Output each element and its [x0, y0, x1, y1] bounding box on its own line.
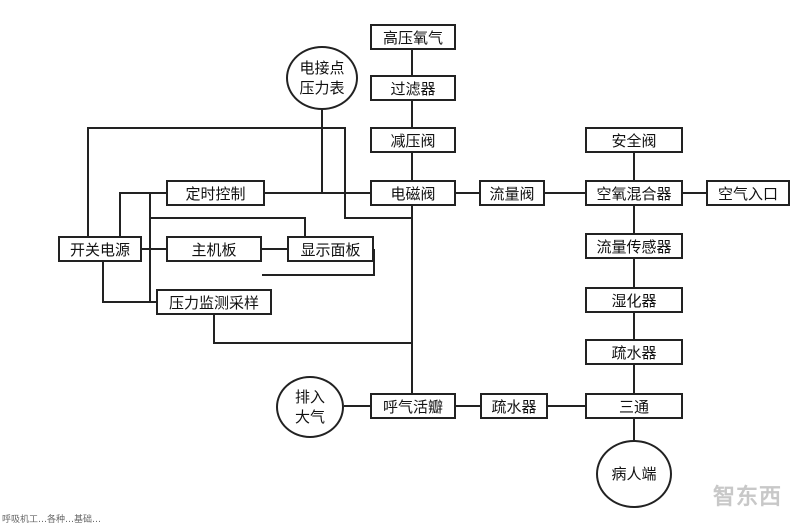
drain-bottom-box: 疏水器: [480, 393, 548, 419]
safety-valve-box: 安全阀: [585, 127, 683, 153]
gauge-label-line2: 压力表: [299, 79, 345, 97]
drain-right-box: 疏水器: [585, 339, 683, 365]
figure-caption: 呼吸机工…各种…基础…: [2, 515, 102, 525]
watermark-logo: 智东西: [712, 485, 782, 510]
pressure-sampling-box: 压力监测采样: [156, 289, 272, 315]
high-pressure-oxygen-box: 高压氧气: [370, 24, 456, 50]
exhaust-label-line1: 排入: [294, 388, 325, 406]
humidifier-box: 湿化器: [585, 287, 683, 313]
filter-box: 过滤器: [370, 75, 456, 101]
main-board-box: 主机板: [166, 236, 262, 262]
pressure-reducing-valve-box: 减压阀: [370, 127, 456, 153]
gauge-label-line1: 电接点: [299, 59, 345, 77]
pressure-gauge-circle: 电接点 压力表: [286, 46, 358, 110]
exhaust-circle: 排入 大气: [276, 376, 344, 438]
air-inlet-box: 空气入口: [706, 180, 790, 206]
solenoid-valve-box: 电磁阀: [370, 180, 456, 206]
flow-valve-box: 流量阀: [479, 180, 545, 206]
exhaust-label-line2: 大气: [294, 408, 325, 426]
patient-end-circle: 病人端: [596, 440, 672, 508]
three-way-box: 三通: [585, 393, 683, 419]
switch-power-box: 开关电源: [58, 236, 142, 262]
exhalation-valve-box: 呼气活瓣: [370, 393, 456, 419]
display-panel-box: 显示面板: [287, 236, 374, 262]
air-oxygen-mixer-box: 空氧混合器: [585, 180, 683, 206]
patient-end-label: 病人端: [611, 465, 657, 483]
flow-sensor-box: 流量传感器: [585, 233, 683, 259]
timer-control-box: 定时控制: [166, 180, 265, 206]
